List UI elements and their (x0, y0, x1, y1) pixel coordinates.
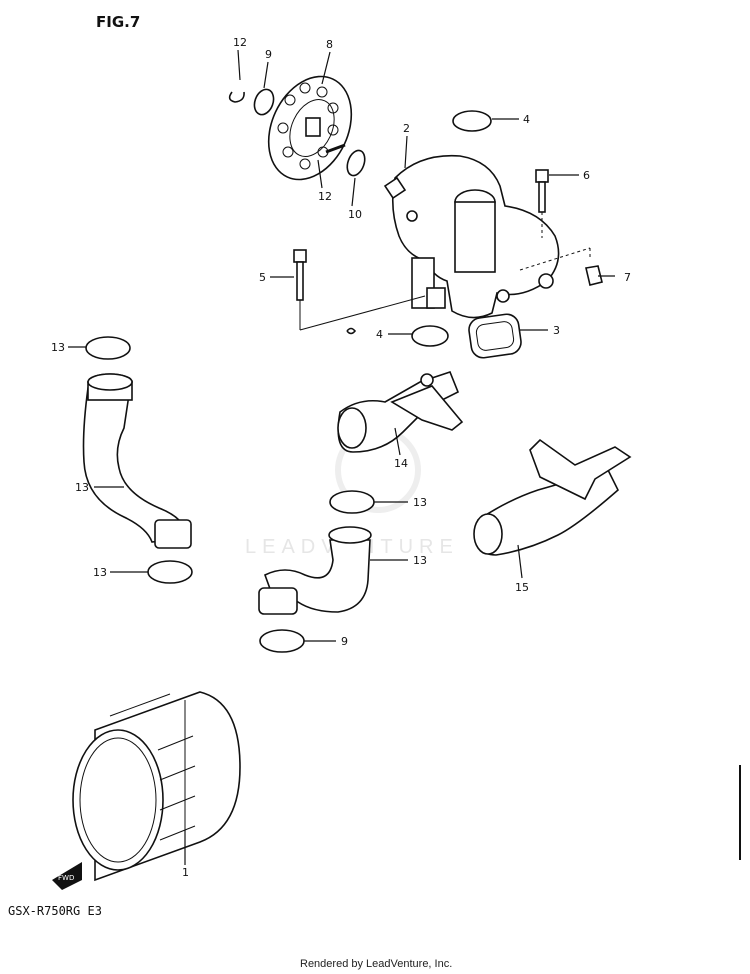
callout-4-lower: 4 (376, 328, 383, 341)
callout-14: 14 (394, 457, 408, 470)
callout-13-b: 13 (93, 566, 107, 579)
part-13-o-ring-d (259, 629, 305, 653)
part-14-pipe (337, 371, 464, 453)
callout-5: 5 (259, 271, 266, 284)
part-3-gasket (468, 313, 522, 359)
callout-13-a: 13 (51, 341, 65, 354)
part-2-oil-pump-body (383, 154, 560, 319)
part-10-pin (325, 143, 346, 154)
part-9-washer-upper (253, 88, 275, 116)
callout-13-c: 13 (413, 496, 427, 509)
part-13-o-ring-c (329, 490, 375, 514)
callout-12-left: 13 (75, 481, 89, 494)
callout-15: 15 (515, 581, 529, 594)
callout-3: 3 (553, 324, 560, 337)
fwd-arrow-text: FWD (58, 874, 74, 882)
callout-10: 12 (318, 190, 332, 203)
part-12-pipe-left (82, 373, 192, 549)
footer-credit: Rendered by LeadVenture, Inc. (300, 958, 452, 970)
callout-1: 1 (182, 866, 189, 879)
fwd-arrow: FWD (52, 862, 82, 890)
part-13-o-ring-b (147, 560, 193, 584)
small-clip (346, 327, 357, 335)
part-12-pipe-middle (258, 526, 372, 615)
callout-12-middle: 13 (413, 554, 427, 567)
callout-13-d: 9 (341, 635, 348, 648)
part-6-bolt (535, 169, 549, 238)
part-15-pipe (473, 438, 632, 556)
callout-9-lower: 10 (348, 208, 362, 221)
part-9-washer-lower (346, 149, 366, 177)
figure-label: FIG.7 (96, 13, 140, 31)
model-code: GSX-R750RG E3 (8, 904, 102, 918)
part-5-bolt (293, 249, 426, 331)
part-11-circlip (228, 91, 245, 103)
callout-6: 6 (583, 169, 590, 182)
callout-4-upper: 4 (523, 113, 530, 126)
callout-7: 7 (624, 271, 631, 284)
callout-8: 8 (326, 38, 333, 51)
callout-labels: 12 9 8 2 4 6 12 10 5 7 4 3 13 14 13 13 1… (51, 36, 631, 879)
part-4-o-ring-upper (452, 110, 492, 132)
callout-9-upper: 9 (265, 48, 272, 61)
callout-11: 12 (233, 36, 247, 49)
part-1-oil-filter (72, 691, 241, 882)
part-7-dowel (585, 265, 603, 286)
callout-2: 2 (403, 122, 410, 135)
part-4-o-ring-lower (411, 325, 449, 347)
leader-lines (68, 49, 615, 865)
part-13-o-ring-a (85, 336, 131, 360)
